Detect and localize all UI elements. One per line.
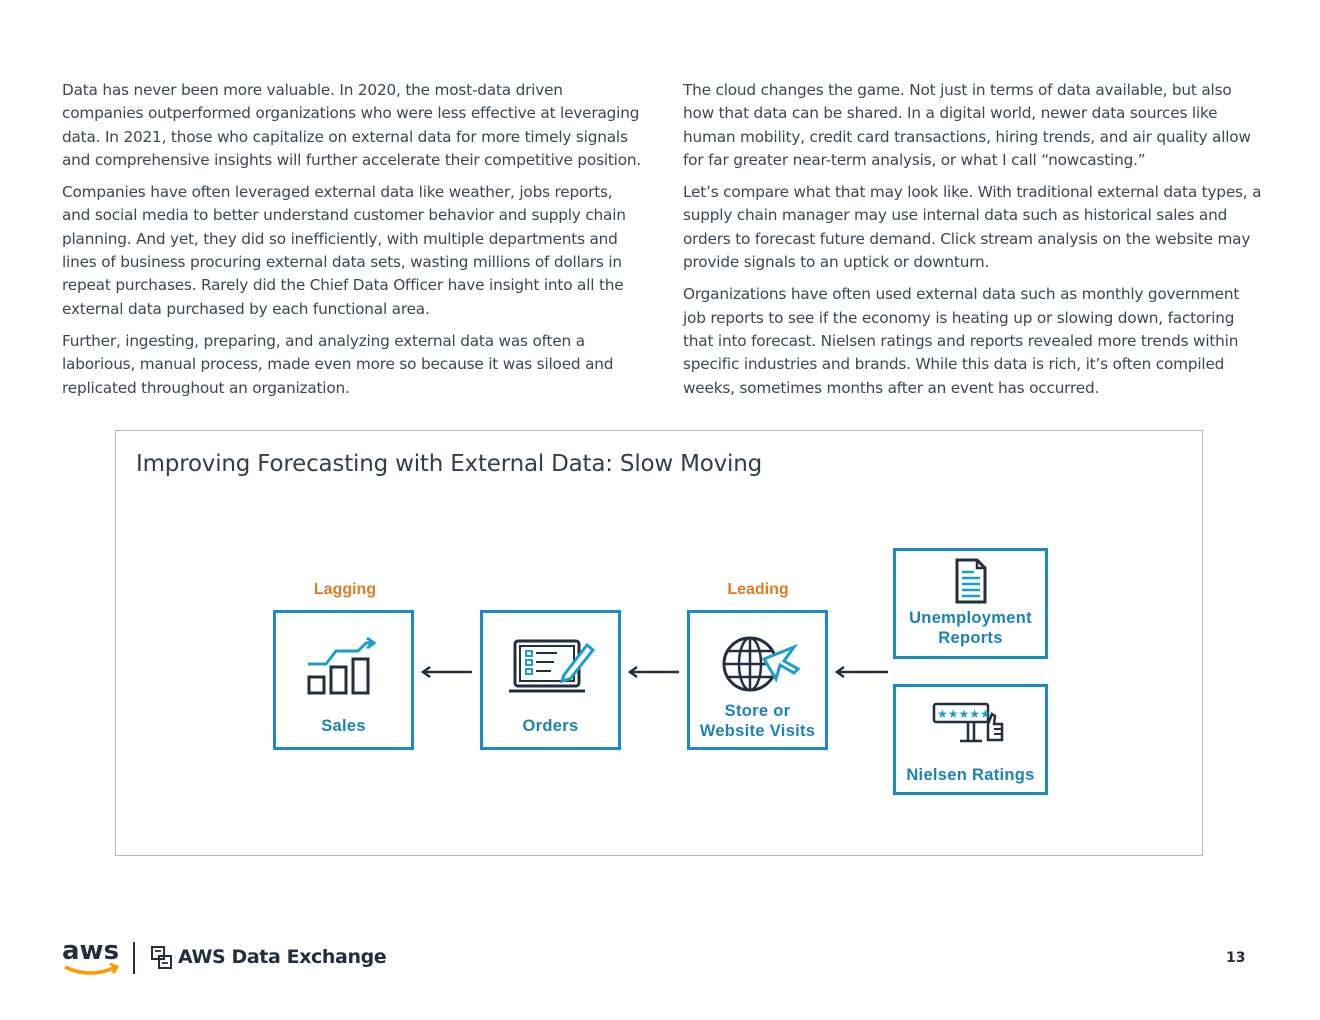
paragraph: Data has never been more valuable. In 20… bbox=[62, 81, 642, 169]
nielsen-label: Nielsen Ratings bbox=[906, 766, 1035, 784]
paragraph: Organizations have often used external d… bbox=[683, 285, 1240, 397]
visits-label-line2: Website Visits bbox=[699, 722, 816, 740]
rating-thumbs-up-icon: ★★★★★ bbox=[932, 702, 1004, 743]
data-exchange-icon bbox=[151, 946, 172, 969]
orders-box: Orders bbox=[480, 610, 621, 750]
paragraph: Further, ingesting, preparing, and analy… bbox=[62, 331, 614, 397]
svg-text:★★★★★: ★★★★★ bbox=[937, 707, 991, 721]
arrow-left-icon bbox=[834, 665, 888, 679]
document-icon bbox=[955, 558, 987, 604]
lagging-tag: Lagging bbox=[313, 581, 377, 598]
arrow-left-icon bbox=[627, 665, 679, 679]
leading-tag: Leading bbox=[727, 581, 789, 598]
orders-label: Orders bbox=[522, 717, 579, 735]
footer-divider bbox=[133, 942, 135, 974]
paragraph: Let’s compare what that may look like. W… bbox=[683, 183, 1262, 272]
product-name: AWS Data Exchange bbox=[178, 946, 387, 968]
visits-label-line1: Store or bbox=[724, 702, 791, 720]
sales-label: Sales bbox=[321, 717, 366, 735]
unemployment-label-line2: Reports bbox=[938, 629, 1003, 647]
figure-title: Improving Forecasting with External Data… bbox=[136, 451, 762, 477]
aws-logo: aws bbox=[62, 936, 122, 983]
bar-chart-growth-icon bbox=[307, 637, 377, 695]
right-column: The cloud changes the game. Not just in … bbox=[683, 79, 1263, 409]
arrow-left-icon bbox=[420, 665, 472, 679]
laptop-checklist-icon bbox=[509, 639, 595, 693]
page-number: 13 bbox=[1226, 950, 1246, 966]
nielsen-box: ★★★★★ Nielsen Ratings bbox=[893, 684, 1048, 795]
paragraph: The cloud changes the game. Not just in … bbox=[683, 81, 1251, 169]
paragraph: Companies have often leveraged external … bbox=[62, 183, 626, 318]
unemployment-box: Unemployment Reports bbox=[893, 548, 1048, 659]
unemployment-label-line1: Unemployment bbox=[909, 609, 1032, 627]
forecasting-figure: Improving Forecasting with External Data… bbox=[115, 430, 1203, 856]
globe-cursor-icon bbox=[722, 636, 801, 692]
aws-logo-text: aws bbox=[62, 937, 119, 966]
left-column: Data has never been more valuable. In 20… bbox=[62, 79, 642, 409]
visits-box: Store or Website Visits bbox=[687, 610, 828, 750]
sales-box: Sales bbox=[273, 610, 414, 750]
